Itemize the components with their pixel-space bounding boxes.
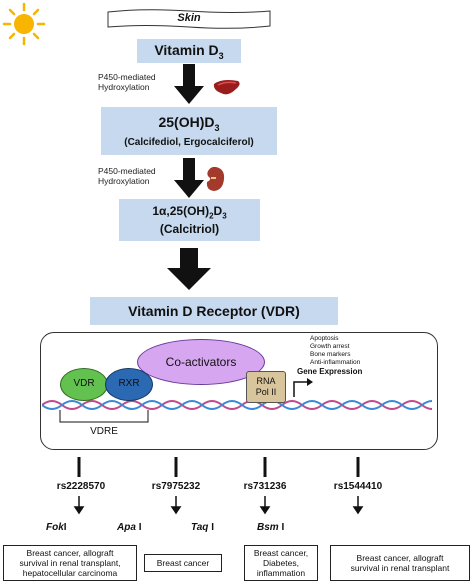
rna-pol-line1: RNA — [256, 376, 276, 386]
snp-connectors — [77, 457, 360, 477]
enzyme-label: Taq I — [191, 522, 214, 533]
rna-pol-line2: Pol II — [255, 387, 277, 397]
vitamin-d3-box: Vitamin D3 — [137, 39, 241, 63]
sun-icon — [2, 2, 46, 46]
vitamin-d3-label: Vitamin D3 — [154, 41, 224, 61]
skin-banner — [107, 9, 271, 29]
vdr-title: Vitamin D Receptor (VDR) — [128, 303, 300, 319]
calcitriol-box: 1α,25(OH)2D3 (Calcitriol) — [119, 199, 260, 241]
gene-effect-item: Growth arrest — [310, 343, 350, 350]
kidney-icon — [206, 166, 225, 191]
arrow-down-icon — [174, 64, 204, 104]
gene-effect-item: Apoptosis — [310, 335, 339, 342]
calcitriol-sub-label: (Calcitriol) — [159, 222, 220, 237]
enzyme-label: Apa I — [117, 522, 142, 533]
coactivators-label: Co-activators — [165, 355, 237, 369]
arrow-down-icon — [167, 248, 211, 290]
snp-label: rs2228570 — [56, 481, 106, 492]
snp-label: rs1544410 — [333, 481, 383, 492]
gene-effect-item: Anti-inflammation — [310, 359, 361, 366]
gene-effect-item: Bone markers — [310, 351, 351, 358]
transcription-arrow-icon — [293, 378, 313, 397]
disease-box: Breast cancer,Diabetes,inflammation — [244, 545, 318, 581]
liver-icon — [213, 80, 240, 95]
vdre-label: VDRE — [90, 426, 118, 437]
snp-label: rs7975232 — [151, 481, 201, 492]
coactivators-ellipse — [137, 339, 265, 385]
oh-d3-label: 25(OH)D3 — [158, 114, 220, 133]
rxr-ellipse-label: RXR — [118, 378, 140, 389]
disease-box: Breast cancer — [144, 554, 222, 572]
calcitriol-formula: 1α,25(OH)2D3 — [152, 203, 227, 221]
enzyme-label: FokI — [46, 522, 67, 533]
dna-helix-icon — [42, 400, 432, 410]
rxr-ellipse — [105, 368, 153, 401]
arrow-down-icon — [174, 158, 204, 198]
skin-label: Skin — [177, 12, 201, 24]
enzyme-label: Bsm I — [257, 522, 285, 533]
vdr-ellipse-label: VDR — [73, 378, 95, 389]
vdr-box: Vitamin D Receptor (VDR) — [90, 297, 338, 325]
calcifediol-sub-label: (Calcifediol, Ergocalciferol) — [124, 136, 254, 148]
vdr-ellipse — [60, 368, 108, 401]
calcifediol-box: 25(OH)D3 (Calcifediol, Ergocalciferol) — [101, 107, 277, 155]
gene-expression-label: Gene Expression — [297, 367, 363, 376]
vdre-bracket — [59, 410, 149, 423]
snp-label: rs731236 — [243, 481, 287, 492]
snp-arrows — [73, 496, 364, 515]
rna-pol-box: RNA Pol II — [246, 371, 286, 403]
